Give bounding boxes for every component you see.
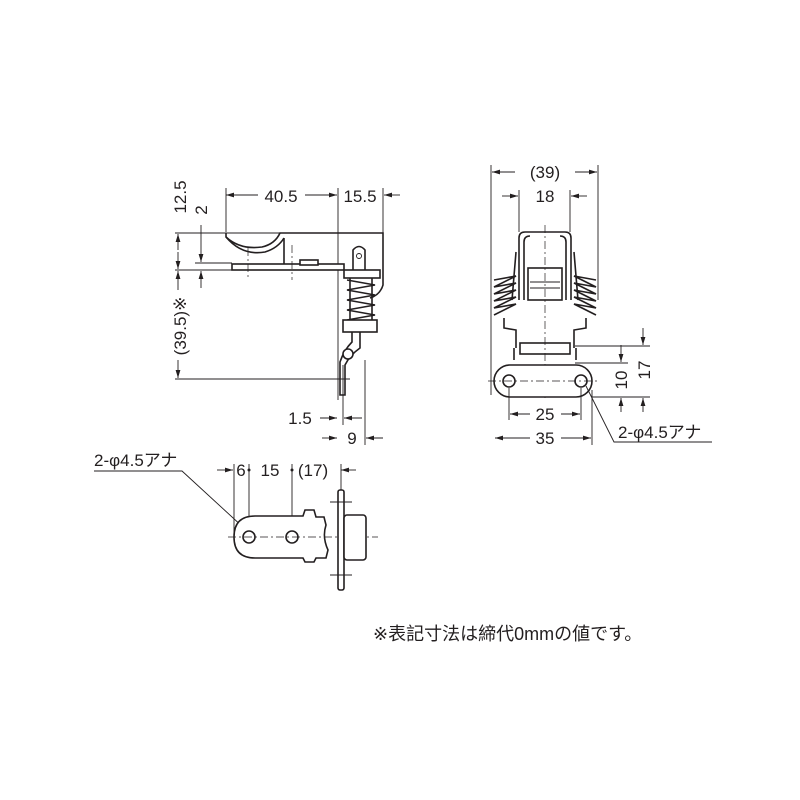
- footnote: ※表記寸法は締代0mmの値です。: [373, 624, 642, 644]
- front-hole-label: 2-φ4.5アナ: [618, 423, 701, 442]
- dim-hook-label: 9: [347, 429, 356, 448]
- dim-pitch-label: 15: [261, 461, 280, 480]
- dim-right-label: 15.5: [343, 187, 376, 206]
- dim-thickness-label: 1.5: [288, 409, 312, 428]
- dim-inner-width-label: 18: [536, 187, 555, 206]
- dim-remaining-label: (17): [298, 461, 328, 480]
- dim-overall-width-label: (39): [530, 163, 560, 182]
- bottom-hole-label: 2-φ4.5アナ: [94, 451, 177, 470]
- dim-top-height-label: 12.5: [171, 180, 190, 213]
- bottom-view: 2-φ4.5アナ 6 15 (17): [94, 451, 378, 591]
- front-view: (39) 18 10 17: [488, 163, 712, 448]
- dim-hole-pitch-label: 25: [536, 405, 555, 424]
- dim-edge-label: 6: [236, 461, 245, 480]
- dim-plate-offset-label: 2: [192, 205, 211, 214]
- dim-length-label: 40.5: [264, 187, 297, 206]
- side-view: 40.5 15.5 12.5 2 (39.5)※: [171, 180, 400, 448]
- dim-hole-height-label: 10: [612, 371, 631, 390]
- dim-height-label: (39.5)※: [171, 297, 190, 356]
- dim-plate-width-label: 35: [536, 429, 555, 448]
- dim-plate-height-label: 17: [635, 361, 654, 380]
